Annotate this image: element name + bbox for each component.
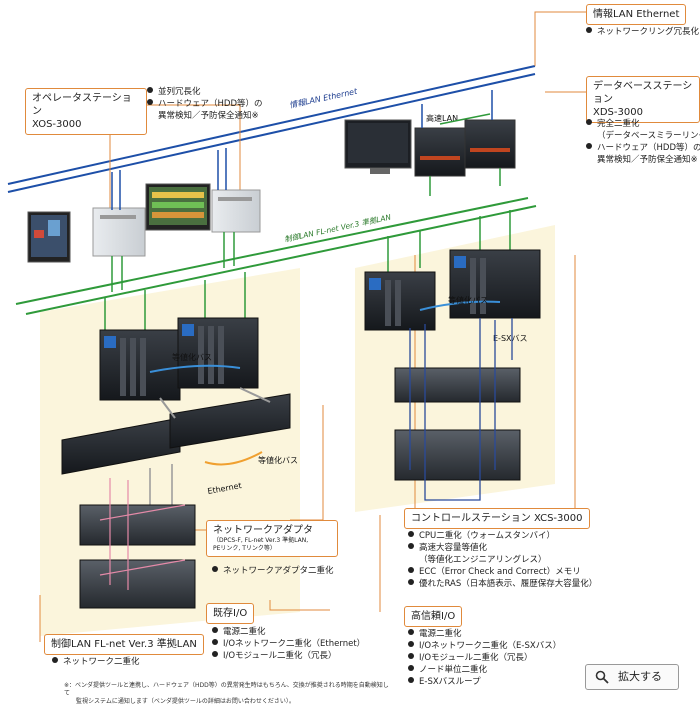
database-bullet-1-cont: （データベースミラーリング） — [597, 131, 700, 141]
control-bullet-3: ECC（Error Check and Correct）メモリ — [419, 567, 581, 577]
right-controller-b — [449, 249, 541, 319]
control-lan-callout: 制御LAN FL-net Ver.3 準拠LAN — [44, 634, 204, 655]
operator-bullet-2: ハードウェア（HDD等）の — [158, 99, 263, 109]
control-lan-bullet-1: ネットワーク二重化 — [63, 657, 140, 667]
high-reliability-io-title: 高信頼I/O — [411, 611, 456, 622]
info-lan-bullet-1: ネットワークリング冗長化 — [597, 27, 700, 37]
hrio-bullet-1: 電源二重化 — [419, 629, 462, 639]
database-station-notes: 完全二重化 （データベースミラーリング） ハードウェア（HDD等）の 異常検知／… — [586, 118, 700, 166]
database-bullet-2: ハードウェア（HDD等）の — [597, 143, 700, 153]
control-station-notes: CPU二重化（ウォームスタンバイ） 高速大容量等値化 （等値化エンジニアリングレ… — [408, 530, 597, 590]
network-adapter-callout: ネットワークアダプタ （DPCS-F, FL-net Ver.3 準拠LAN, … — [206, 520, 338, 557]
existing-io-racks — [79, 504, 196, 609]
existing-io-callout: 既存I/O — [206, 603, 255, 624]
operator-station-left — [27, 207, 146, 263]
high-reliability-io-notes: 電源二重化 I/Oネットワーク二重化（E-SXバス） I/Oモジュール二重化（冗… — [408, 628, 561, 688]
info-lan-notes: ネットワークリング冗長化 — [586, 26, 699, 38]
left-controller-a — [99, 329, 181, 401]
control-bullet-2-cont: （等値化エンジニアリングレス） — [419, 555, 547, 565]
network-adapter-units — [61, 393, 291, 475]
operator-bullet-2-cont: 異常検知／予防保全通知※ — [158, 111, 259, 121]
left-controller-b — [177, 317, 259, 389]
network-adapter-bullet-1: ネットワークアダプタ二重化 — [223, 566, 334, 576]
existing-io-title: 既存I/O — [213, 608, 248, 619]
network-adapter-notes: ネットワークアダプタ二重化 — [212, 565, 334, 577]
control-station-title: コントロールステーション XCS-3000 — [411, 513, 583, 524]
network-adapter-sub-1: （DPCS-F, FL-net Ver.3 準拠LAN, — [213, 537, 309, 544]
footnote-line-1: ※：ベンダ提供ツールと連携し、ハードウェア（HDD等）の異常発生時はもちろん、交… — [64, 682, 389, 697]
high-reliability-io-racks — [394, 367, 521, 481]
zoom-button-label: 拡大する — [618, 670, 662, 683]
adapter-equalization-bus-label: 等値化バス — [258, 455, 298, 465]
hrio-bullet-2: I/Oネットワーク二重化（E-SXバス） — [419, 641, 562, 651]
database-station-callout: データベースステーション XDS-3000 — [586, 76, 700, 123]
high-reliability-io-callout: 高信頼I/O — [404, 606, 463, 627]
network-adapter-title: ネットワークアダプタ — [213, 525, 313, 536]
control-lan-title: 制御LAN FL-net Ver.3 準拠LAN — [51, 639, 197, 650]
operator-station-notes: 並列冗長化 ハードウェア（HDD等）の 異常検知／予防保全通知※ — [147, 86, 262, 122]
hrio-bullet-5: E-SXバスループ — [419, 677, 481, 687]
zoom-button[interactable]: 拡大する — [585, 664, 679, 690]
database-bullet-1: 完全二重化 — [597, 119, 640, 129]
operator-station-title-2: XOS-3000 — [32, 119, 82, 130]
right-controller-a — [364, 271, 436, 331]
left-equalization-bus-label: 等値化バス — [172, 352, 212, 362]
existing-io-bullet-2: I/Oネットワーク二重化（Ethernet） — [223, 639, 366, 649]
database-station-title-2: XDS-3000 — [593, 107, 643, 118]
control-station-callout: コントロールステーション XCS-3000 — [404, 508, 590, 529]
control-lan-notes: ネットワーク二重化 — [52, 656, 140, 668]
info-lan-callout: 情報LAN Ethernet — [586, 4, 687, 25]
database-station — [344, 119, 516, 177]
magnifier-icon — [595, 670, 609, 684]
es-bus-label: E-SXバス — [493, 334, 528, 343]
hrio-bullet-3: I/Oモジュール二重化（冗長） — [419, 653, 533, 663]
operator-station-right — [145, 183, 261, 233]
operator-bullet-1: 並列冗長化 — [158, 87, 201, 97]
database-bullet-2-cont: 異常検知／予防保全通知※ — [597, 155, 698, 165]
info-lan-label: 情報LAN Ethernet — [289, 87, 359, 110]
database-station-title-1: データベースステーション — [593, 81, 693, 105]
footnote-line-2: 監視システムに通知します（ベンダ提供ツールの詳細はお問い合わせください）。 — [64, 698, 295, 705]
control-bullet-2: 高速大容量等値化 — [419, 543, 488, 553]
info-lan-ring — [7, 65, 536, 193]
existing-io-bullet-3: I/Oモジュール二重化（冗長） — [223, 651, 337, 661]
hrio-bullet-4: ノード単位二重化 — [419, 665, 488, 675]
operator-station-title-1: オペレータステーション — [32, 93, 132, 117]
info-lan-title: 情報LAN Ethernet — [593, 9, 680, 20]
existing-io-bullet-1: 電源二重化 — [223, 627, 266, 637]
footnote: ※：ベンダ提供ツールと連携し、ハードウェア（HDD等）の異常発生時はもちろん、交… — [64, 682, 394, 706]
control-bullet-1: CPU二重化（ウォームスタンバイ） — [419, 531, 556, 541]
control-bullet-4: 優れたRAS（日本語表示、履歴保存大容量化） — [419, 579, 598, 589]
operator-station-callout: オペレータステーション XOS-3000 — [25, 88, 147, 135]
control-lan-ring — [15, 197, 537, 315]
existing-io-notes: 電源二重化 I/Oネットワーク二重化（Ethernet） I/Oモジュール二重化… — [212, 626, 365, 662]
high-speed-lan-label: 高速LAN — [426, 113, 458, 123]
network-adapter-sub-2: PEリンク, Tリンク等） — [213, 545, 276, 552]
right-equalization-bus-label: 等値化バス — [448, 295, 488, 305]
